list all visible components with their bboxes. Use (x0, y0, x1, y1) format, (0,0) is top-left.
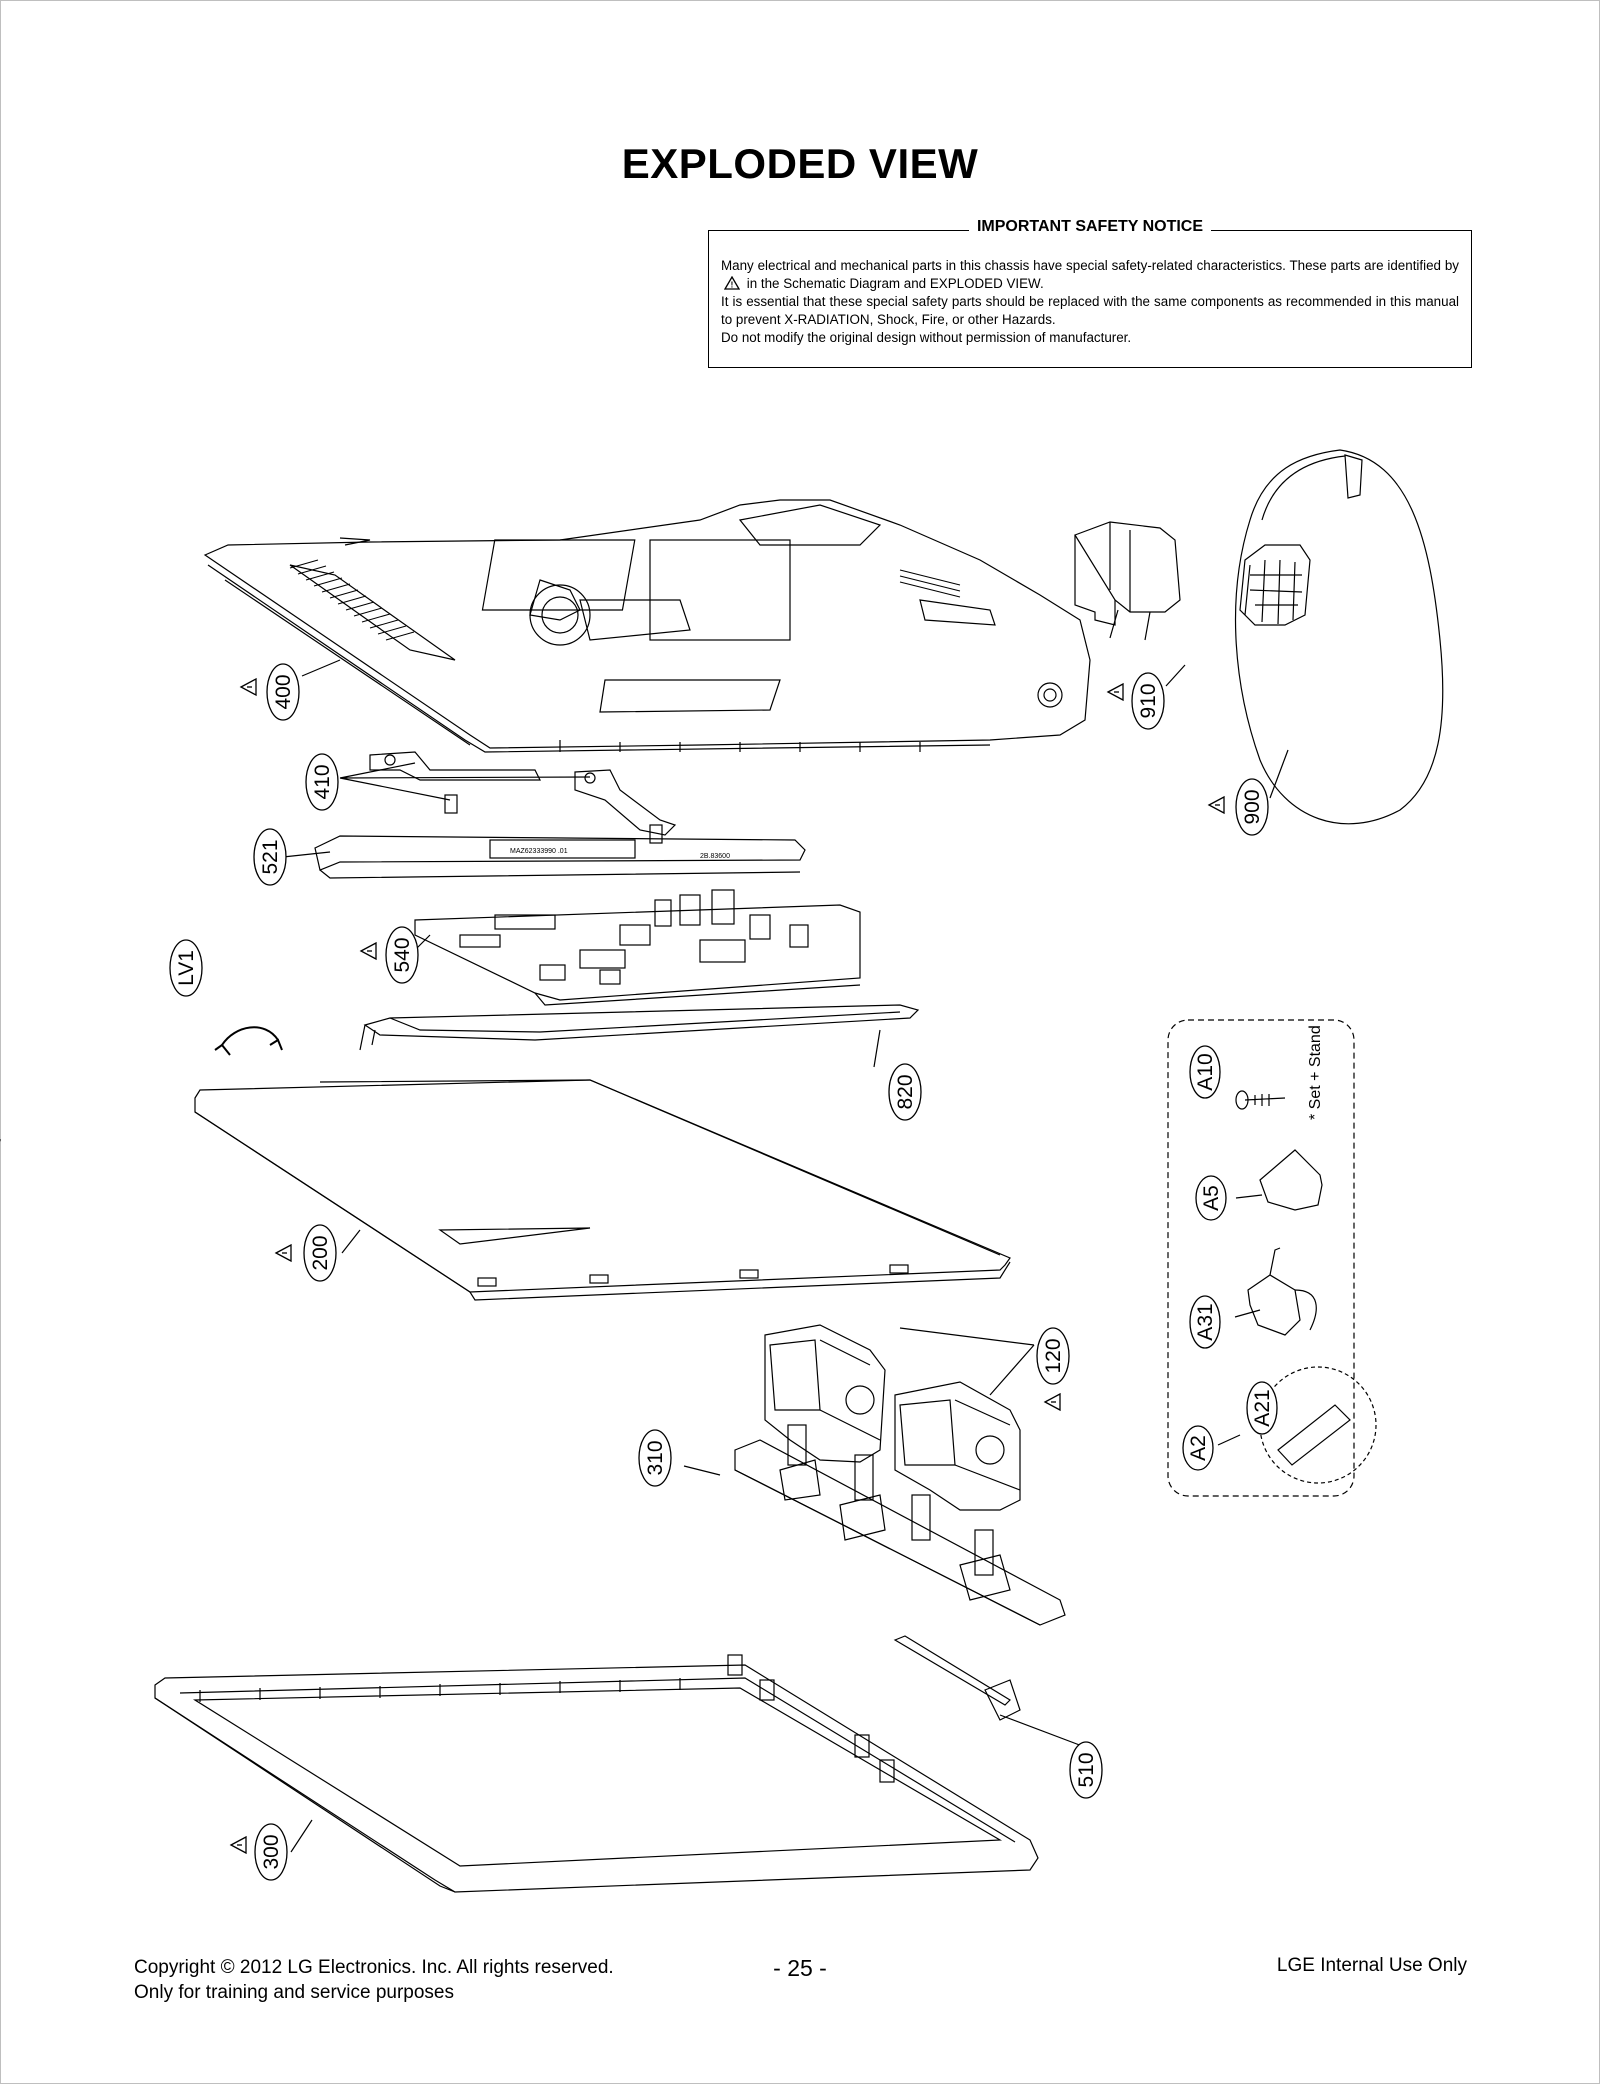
footer-copyright-block: Copyright © 2012 LG Electronics. Inc. Al… (134, 1955, 614, 2005)
ir-board-part (893, 1635, 1021, 1721)
accessory-callout-a10: A10 (1189, 1045, 1221, 1099)
front-bezel-part (154, 1654, 1039, 1893)
lvds-cable-part (214, 1026, 283, 1056)
part-number-label: 200 (309, 1235, 332, 1270)
accessory-label: A2 (1187, 1435, 1210, 1461)
notice-line-3: Do not modify the original design withou… (721, 330, 1132, 345)
part-number-label: LV1 (175, 950, 198, 986)
warning-triangle-icon (275, 1244, 292, 1262)
part-number-label: 120 (1042, 1338, 1065, 1373)
footer-page-number: - 25 - (773, 1955, 827, 1981)
speaker-frame-part (734, 1424, 1066, 1626)
part-callout-lv1: LV1 (169, 939, 203, 997)
warning-triangle-icon (1044, 1393, 1061, 1411)
part-callout-410: 410 (305, 753, 339, 811)
accessory-label: A5 (1200, 1185, 1223, 1211)
leader-lines (282, 659, 1289, 1853)
accessory-callout-a31: A31 (1189, 1295, 1221, 1349)
accessory-callout-a2: A2 (1182, 1425, 1214, 1471)
accessory-label: A31 (1194, 1303, 1217, 1340)
accessory-label: A21 (1251, 1389, 1274, 1426)
panel-bar-part (359, 1004, 920, 1051)
part-number-label: 410 (311, 764, 334, 799)
back-cover-vents (289, 559, 961, 641)
part-callout-310: 310 (638, 1429, 672, 1487)
part-number-label: 400 (272, 674, 295, 709)
part-number-label: 510 (1075, 1752, 1098, 1787)
footer-internal: LGE Internal Use Only (1276, 1955, 1467, 1976)
part-number-label: 900 (1241, 789, 1264, 824)
svg-text:!: ! (731, 281, 734, 290)
part-number-label: 521 (259, 839, 282, 874)
shield-bracket-part: MAZ62333990 .01 2B.83600 (314, 835, 806, 879)
safety-notice-box: IMPORTANT SAFETY NOTICE Many electrical … (708, 218, 1472, 368)
speakers-part (764, 1324, 1021, 1511)
svg-text:2B.83600: 2B.83600 (700, 853, 730, 860)
page-title: EXPLODED VIEW (621, 140, 979, 187)
accessory-callout-a5: A5 (1195, 1175, 1227, 1221)
warning-triangle-icon: ! (724, 276, 740, 290)
stand-base-part (1234, 449, 1444, 825)
accessories-box (1167, 1019, 1377, 1497)
bracket-part (369, 751, 677, 844)
warning-triangle-icon (240, 678, 257, 696)
footer-copyright: Copyright © 2012 LG Electronics. Inc. Al… (134, 1957, 614, 1978)
part-number-label: 820 (894, 1074, 917, 1109)
warning-triangle-icon (360, 942, 377, 960)
part-number-label: 540 (391, 937, 414, 972)
part-callout-521: 521 (253, 828, 287, 886)
accessory-label: A10 (1194, 1053, 1217, 1090)
footer-purpose: Only for training and service purposes (134, 1982, 454, 2003)
safety-notice-body: Many electrical and mechanical parts in … (721, 257, 1459, 347)
notice-line-2: It is essential that these special safet… (721, 294, 1459, 327)
part-callout-120: 120 (1036, 1327, 1070, 1385)
accessories-note: * Set + Stand (1307, 1025, 1324, 1120)
part-number-label: 910 (1137, 683, 1160, 718)
part-number-label: 310 (644, 1440, 667, 1475)
part-callout-820: 820 (888, 1063, 922, 1121)
part-callout-300: 300 (254, 1823, 288, 1881)
notice-line-1b: in the Schematic Diagram and EXPLODED VI… (746, 276, 1044, 291)
part-callout-510: 510 (1069, 1741, 1103, 1799)
part-callout-400: 400 (266, 663, 300, 721)
warning-triangle-icon (1208, 796, 1225, 814)
accessory-callout-a21: A21 (1246, 1381, 1278, 1435)
safety-notice-heading: IMPORTANT SAFETY NOTICE (968, 218, 1212, 235)
stand-hinge-part (1074, 521, 1181, 641)
part-callout-910: 910 (1131, 672, 1165, 730)
lcd-panel-part (0, 1079, 1011, 1301)
notice-line-1a: Many electrical and mechanical parts in … (721, 258, 1459, 273)
warning-triangle-icon (230, 1836, 247, 1854)
main-board-part (414, 889, 861, 1006)
svg-text:MAZ62333990 .01: MAZ62333990 .01 (510, 848, 568, 855)
part-callout-540: 540 (385, 926, 419, 984)
part-callout-200: 200 (303, 1224, 337, 1282)
back-cover-part (203, 499, 1091, 753)
part-callout-900: 900 (1235, 778, 1269, 836)
warning-triangle-icon (1107, 683, 1124, 701)
part-number-label: 300 (260, 1834, 283, 1869)
